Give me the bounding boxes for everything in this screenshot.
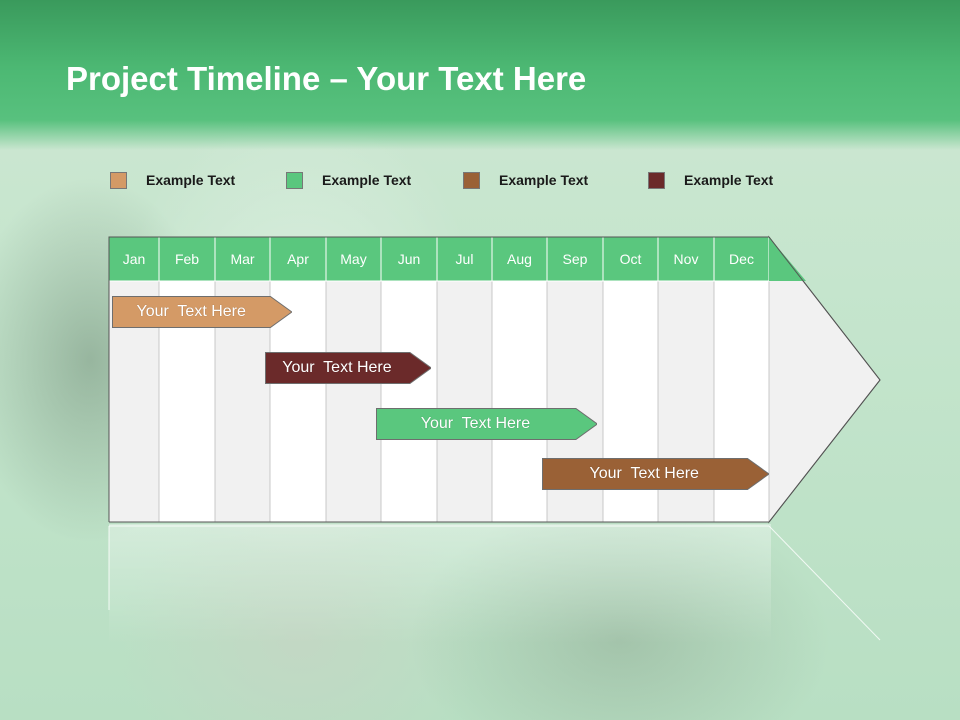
month-label: Oct [620, 251, 642, 267]
timeline-outline [108, 236, 881, 523]
header-band [0, 0, 960, 150]
month-column [491, 280, 548, 523]
month-label: Mar [230, 251, 254, 267]
legend-swatch [463, 172, 480, 189]
task-arrow-shape [264, 352, 432, 384]
task-arrow-shape [112, 296, 293, 328]
month-label: Jul [456, 251, 474, 267]
page-title: Project Timeline – Your Text Here [66, 60, 586, 98]
month-column [380, 280, 438, 523]
arrow-header-tip [769, 237, 806, 281]
legend-swatch [648, 172, 665, 189]
title-bold: Project Timeline [66, 60, 321, 97]
month-label: Aug [507, 251, 532, 267]
task-arrow: Your Text Here [541, 458, 769, 490]
month-header-cell [713, 236, 770, 282]
month-column [325, 280, 382, 523]
title-rest: – Your Text Here [320, 60, 587, 97]
month-header-cell [436, 236, 493, 282]
legend-label: Example Text [322, 172, 412, 188]
month-header-cell [214, 236, 271, 282]
task-arrow: Your Text Here [375, 408, 598, 440]
legend-swatch [286, 172, 303, 189]
legend-label: Example Text [146, 172, 236, 188]
month-label: Jan [123, 251, 146, 267]
month-header-cell [269, 236, 327, 282]
task-label: Your Text Here [136, 303, 246, 320]
task-label: Your Text Here [589, 465, 699, 482]
legend-swatch [110, 172, 127, 189]
month-header-cell [108, 236, 160, 282]
task-arrow-shape [375, 408, 598, 440]
month-label: Sep [563, 251, 588, 267]
task-label: Your Text Here [282, 359, 392, 376]
month-label: Dec [729, 251, 754, 267]
task-arrow: Your Text Here [264, 352, 432, 384]
task-arrow-shape [541, 458, 769, 490]
month-column [436, 280, 493, 523]
month-header-cell [491, 236, 548, 282]
task-label: Your Text Here [420, 415, 531, 432]
month-label: Nov [674, 251, 699, 267]
month-header-cell [657, 236, 715, 282]
timeline-reflection [109, 524, 771, 644]
task-arrow: Your Text Here [112, 296, 293, 328]
month-label: Feb [175, 251, 199, 267]
legend-label: Example Text [499, 172, 589, 188]
month-header-cell [380, 236, 438, 282]
month-label: Apr [287, 251, 309, 267]
month-label: May [340, 251, 366, 267]
month-header-cell [325, 236, 382, 282]
legend-label: Example Text [684, 172, 774, 188]
reflection-line [768, 525, 881, 641]
month-label: Jun [398, 251, 421, 267]
